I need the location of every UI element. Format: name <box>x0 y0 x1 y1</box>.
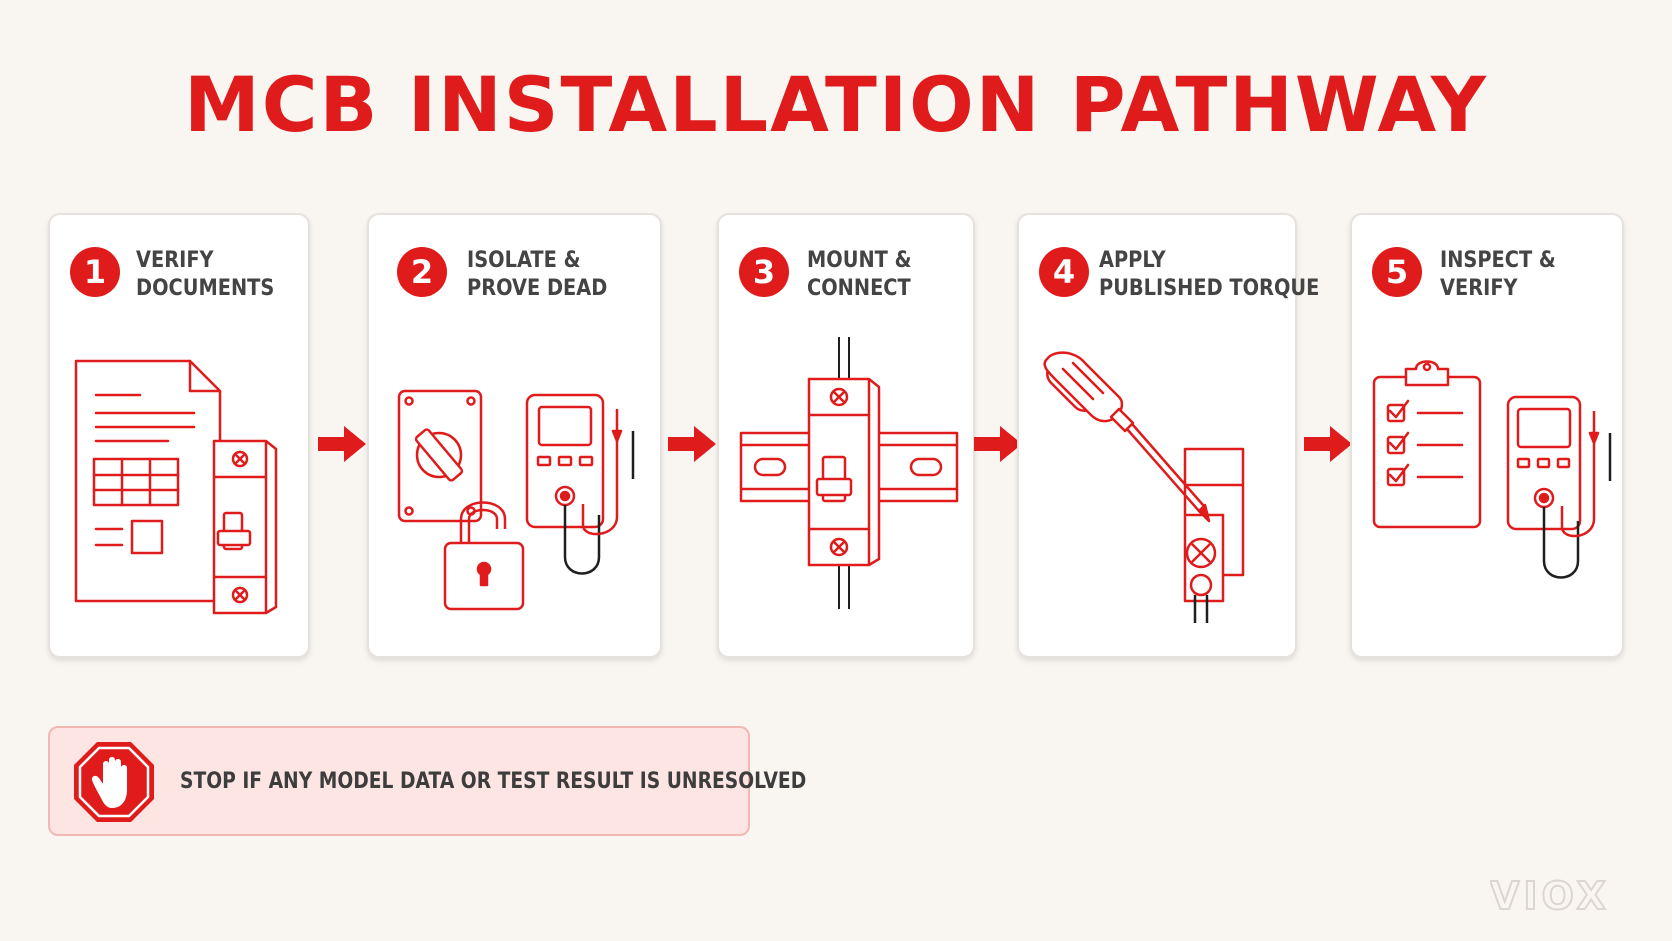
step-number-badge: 1 <box>70 247 120 297</box>
padlock-icon <box>443 501 525 611</box>
isolator-switch-icon <box>397 389 483 523</box>
warning-banner: STOP IF ANY MODEL DATA OR TEST RESULT IS… <box>48 726 806 836</box>
multimeter-icon <box>525 393 635 575</box>
step-label-line1: ISOLATE & <box>467 248 581 273</box>
step-number-badge: 2 <box>397 247 447 297</box>
document-icon <box>74 359 222 603</box>
step-label-line2: VERIFY <box>1440 276 1518 301</box>
step-number-badge: 5 <box>1372 247 1422 297</box>
arrow-right-icon <box>318 426 366 462</box>
step-label-line2: PUBLISHED TORQUE <box>1099 276 1320 301</box>
step-label-line2: PROVE DEAD <box>467 276 608 301</box>
step-label-line2: CONNECT <box>807 276 911 301</box>
svg-text:VIOX: VIOX <box>1490 875 1610 915</box>
step-number-badge: 3 <box>739 247 789 297</box>
checklist-clipboard-icon <box>1372 360 1482 529</box>
step-label: INSPECT & VERIFY <box>1440 247 1556 303</box>
step-label: VERIFY DOCUMENTS <box>136 247 274 303</box>
step-label: ISOLATE & PROVE DEAD <box>467 247 607 303</box>
step-card-5: 5 INSPECT & VERIFY <box>1350 213 1624 658</box>
step-label: APPLY PUBLISHED TORQUE <box>1099 247 1319 303</box>
step-card-2: 2 ISOLATE & PROVE DEAD <box>367 213 662 658</box>
step-label-line1: APPLY <box>1099 248 1166 273</box>
step-label-line2: DOCUMENTS <box>136 276 275 301</box>
terminal-icon <box>1183 447 1245 623</box>
step-number-badge: 4 <box>1039 247 1089 297</box>
arrow-right-icon <box>668 426 716 462</box>
din-rail-mcb-icon <box>739 337 959 609</box>
step-card-3: 3 MOUNT & CONNECT <box>717 213 975 658</box>
mcb-breaker-icon <box>212 439 278 615</box>
step-card-1: 1 VERIFY DOCUMENTS <box>48 213 310 658</box>
step-label-line1: VERIFY <box>136 248 214 273</box>
step-card-4: 4 APPLY PUBLISHED TORQUE <box>1017 213 1319 658</box>
step-label: MOUNT & CONNECT <box>807 247 911 303</box>
step-label-line1: MOUNT & <box>807 248 912 273</box>
warning-text: STOP IF ANY MODEL DATA OR TEST RESULT IS… <box>180 769 807 794</box>
arrow-right-icon <box>974 426 1022 462</box>
multimeter-icon <box>1506 395 1612 579</box>
arrow-right-icon <box>1304 426 1352 462</box>
page-title: MCB INSTALLATION PATHWAY <box>184 60 1488 149</box>
screwdriver-icon <box>1043 351 1211 523</box>
viox-logo: VIOX <box>1490 875 1610 915</box>
step-label-line1: INSPECT & <box>1440 248 1556 273</box>
stop-hand-icon <box>74 742 154 822</box>
